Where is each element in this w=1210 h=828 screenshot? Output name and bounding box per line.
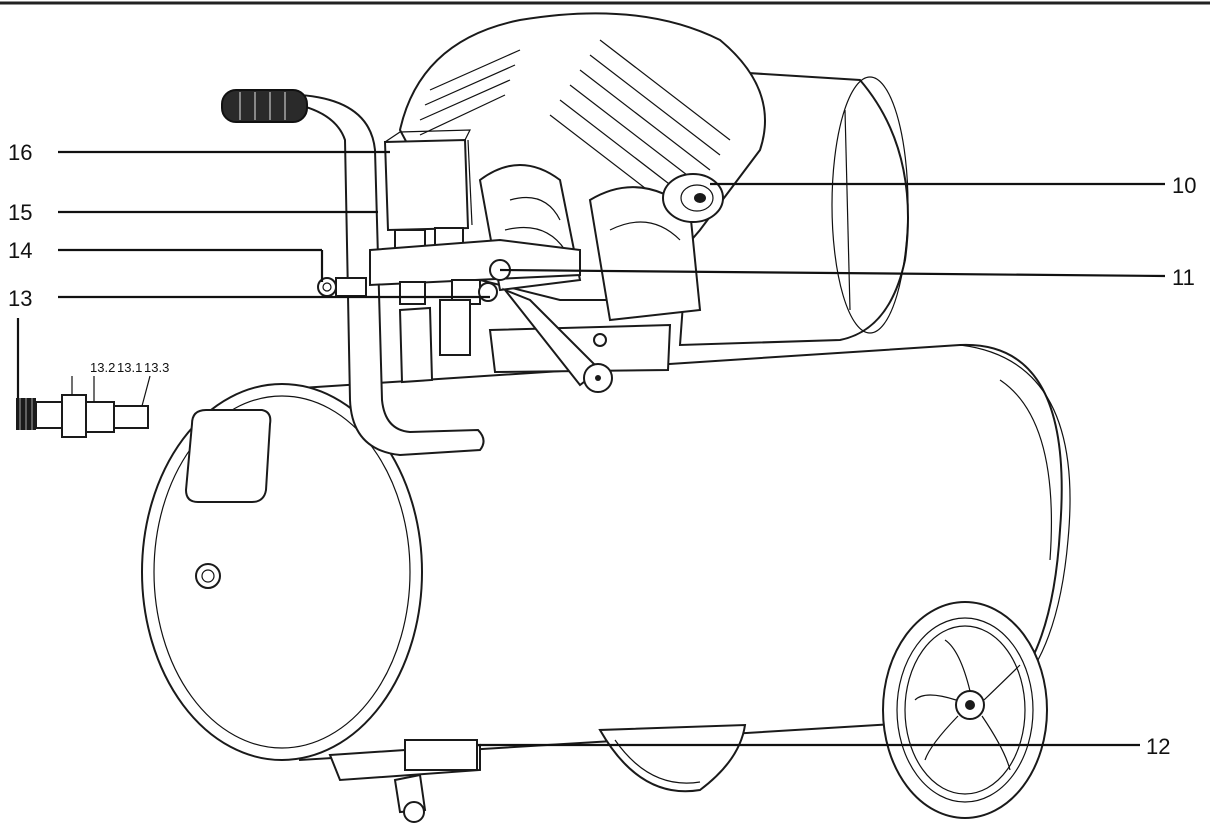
drain-foot <box>328 739 481 823</box>
sub-label-13-3: 13.3 <box>144 360 169 375</box>
quick-coupling <box>16 318 151 438</box>
callout-11: 11 <box>1172 265 1195 290</box>
wheel-front <box>882 601 1048 819</box>
air-filter <box>662 173 724 223</box>
motor <box>398 12 909 374</box>
callout-16: 16 <box>8 140 32 165</box>
handle <box>221 89 485 457</box>
sub-label-13-1: 13.1 <box>117 360 142 375</box>
callout-15: 15 <box>8 200 32 225</box>
wheel-rear <box>598 723 747 793</box>
callout-14: 14 <box>8 238 32 263</box>
manifold <box>317 238 613 393</box>
callout-12: 12 <box>1146 734 1170 759</box>
leader-lines <box>58 150 1166 747</box>
handle-grip <box>221 89 308 123</box>
sub-label-13-2: 13.2 <box>90 360 115 375</box>
callout-13-upper: 13 <box>8 286 32 311</box>
callout-10: 10 <box>1172 173 1196 198</box>
pressure-switch <box>383 129 473 251</box>
